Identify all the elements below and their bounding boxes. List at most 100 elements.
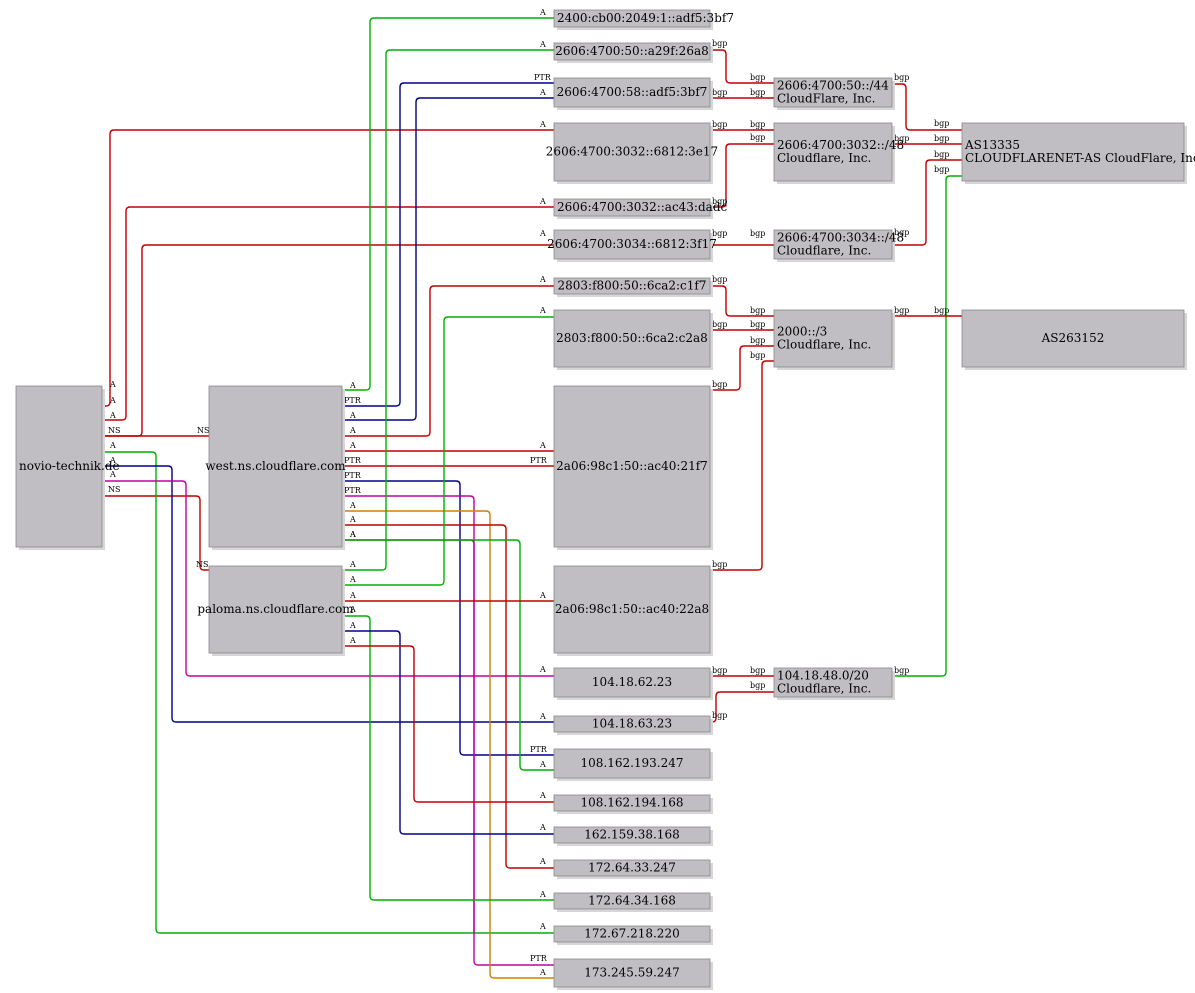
edge-label: PTR xyxy=(530,954,548,963)
edge-label: PTR xyxy=(534,73,552,82)
node-ip1: 104.18.62.23 xyxy=(553,667,713,700)
edge-label: A xyxy=(349,605,356,614)
edge-west-v6g: AA xyxy=(342,275,554,437)
node-label: 104.18.48.0/20 xyxy=(777,669,869,683)
node-box xyxy=(553,9,711,28)
edge-label: A xyxy=(539,823,546,832)
edge-label: bgp xyxy=(934,134,949,143)
edge-ip1-pfx5: bgp bgp xyxy=(710,666,774,677)
node-label: 173.245.59.247 xyxy=(584,966,679,980)
edge-label: bgp xyxy=(934,165,949,174)
edge-label: bgp xyxy=(712,666,727,675)
edge-label: NS xyxy=(108,426,120,435)
node-label: 2606:4700:3032::/48 xyxy=(777,138,904,152)
node-box xyxy=(553,229,711,260)
edge-line xyxy=(892,159,962,246)
edge-label: A xyxy=(539,712,546,721)
edge-label: A xyxy=(109,396,116,405)
edge-label: bgp xyxy=(750,681,765,690)
edge-line xyxy=(342,645,554,803)
node-box xyxy=(553,748,711,779)
edge-label: bgp xyxy=(750,88,765,97)
edge-line xyxy=(342,539,554,771)
edge-label: bgp xyxy=(750,120,765,129)
node-box xyxy=(773,77,893,108)
edge-pfx5-as1: bgp bgp xyxy=(892,165,962,677)
edge-line xyxy=(710,143,774,208)
node-box xyxy=(208,385,343,548)
edge-label: A xyxy=(109,470,116,479)
edge-paloma-ip4: AA xyxy=(342,636,554,803)
node-label: Cloudflare, Inc. xyxy=(777,151,871,165)
edge-label: bgp xyxy=(712,229,727,238)
edge-label: bgp xyxy=(750,666,765,675)
node-label: 172.67.218.220 xyxy=(584,927,679,941)
node-label: 108.162.194.168 xyxy=(580,796,683,810)
node-v6e: 2606:4700:3032::ac43:dadc xyxy=(553,198,727,219)
node-label: 2606:4700:50::/44 xyxy=(777,79,889,93)
edge-label: bgp xyxy=(750,336,765,345)
node-label: novio-technik.de xyxy=(19,459,120,473)
edge-label: bgp xyxy=(934,119,949,128)
node-box xyxy=(773,309,893,368)
edge-west-v6a: AA xyxy=(342,8,554,391)
edge-line xyxy=(102,465,554,723)
edge-label: bgp xyxy=(894,134,909,143)
node-label: 162.159.38.168 xyxy=(584,828,679,842)
edge-paloma-v6b: AA xyxy=(342,40,554,571)
edge-line xyxy=(342,524,554,869)
edge-line xyxy=(710,49,774,84)
node-box xyxy=(961,122,1185,182)
edge-novio-v6e: AA xyxy=(102,197,554,421)
node-box xyxy=(553,826,711,844)
edge-label: A xyxy=(539,791,546,800)
edge-line xyxy=(102,206,554,421)
node-label: 104.18.63.23 xyxy=(592,717,672,731)
edge-label: A xyxy=(539,441,546,450)
edge-line xyxy=(892,175,962,677)
node-box xyxy=(553,794,711,812)
edge-label: bgp xyxy=(934,150,949,159)
edge-west-ip3: AA xyxy=(342,530,554,771)
node-novio: novio-technik.de xyxy=(15,385,120,550)
node-box xyxy=(553,122,711,182)
node-ip8: 172.67.218.220 xyxy=(553,925,713,945)
node-label: 172.64.34.168 xyxy=(588,894,676,908)
node-ip7: 172.64.34.168 xyxy=(553,892,713,912)
node-label: Cloudflare, Inc. xyxy=(777,338,871,352)
node-west: west.ns.cloudflare.com xyxy=(205,385,346,550)
edge-label: bgp xyxy=(750,351,765,360)
edge-line xyxy=(342,17,554,391)
edge-line xyxy=(342,480,554,756)
edge-label: A xyxy=(539,968,546,977)
edge-label: NS xyxy=(197,426,209,435)
node-ip9: 173.245.59.247 xyxy=(553,958,713,990)
edge-label: A xyxy=(349,621,356,630)
node-label: 2a06:98c1:50::ac40:21f7 xyxy=(556,459,708,473)
node-label: Cloudflare, Inc. xyxy=(777,244,871,258)
node-label: 108.162.193.247 xyxy=(580,756,683,770)
edge-label: bgp xyxy=(750,229,765,238)
node-box xyxy=(961,309,1185,368)
edge-label: PTR xyxy=(344,396,362,405)
edge-label: bgp xyxy=(750,306,765,315)
edge-label: bgp xyxy=(894,228,909,237)
edge-label: A xyxy=(349,591,356,600)
node-box xyxy=(553,892,711,910)
node-box xyxy=(553,925,711,943)
node-v6c: 2606:4700:58::adf5:3bf7 xyxy=(553,77,713,110)
edge-line xyxy=(342,510,554,979)
node-as2: AS263152 xyxy=(961,309,1187,370)
edge-v6i-pfx4: bgp bgp xyxy=(710,336,774,391)
edge-line xyxy=(710,345,774,391)
edge-line xyxy=(342,316,554,586)
edge-label: PTR xyxy=(530,456,548,465)
